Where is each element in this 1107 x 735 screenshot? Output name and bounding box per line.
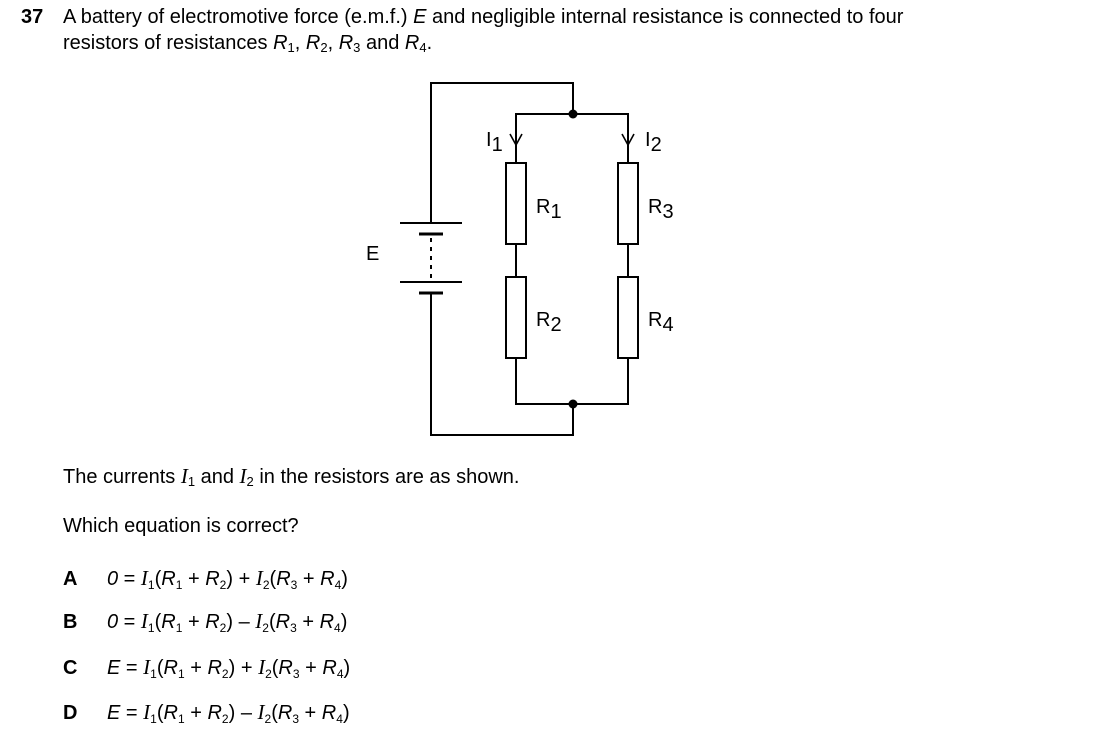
option-letter: D — [63, 702, 78, 724]
wire-bottom-branch — [515, 358, 629, 405]
resistor-label-r4: R4 — [648, 309, 674, 336]
circuit-diagram: E I1 I2 R1 R2 R3 R4 — [366, 82, 674, 436]
option-letter: B — [63, 611, 78, 633]
question-line-2: resistors of resistances R1, R2, R3 and … — [63, 32, 433, 55]
resistor-r1 — [505, 162, 527, 245]
resistor-r3 — [617, 162, 639, 245]
emf-label: E — [366, 243, 379, 265]
resistor-label-r2: R2 — [536, 309, 562, 336]
current-label-i1: I1 — [486, 129, 503, 156]
current-label-i2: I2 — [645, 129, 662, 156]
option-letter: A — [63, 568, 78, 590]
arrow-i2 — [621, 133, 635, 153]
resistor-r4 — [617, 276, 639, 359]
junction-bottom — [568, 399, 578, 409]
question-line-1: A battery of electromotive force (e.m.f.… — [63, 6, 904, 28]
resistor-label-r3: R3 — [648, 196, 674, 223]
question-number: 37 — [21, 6, 44, 28]
question-prompt: Which equation is correct? — [63, 515, 299, 537]
wire-outer-left — [430, 82, 574, 223]
wire-top-branch — [515, 113, 629, 163]
wire-battery-bottom — [430, 293, 574, 436]
currents-statement: The currents I1 and I2 in the resistors … — [63, 464, 520, 489]
battery-symbol — [400, 222, 462, 295]
resistor-label-r1: R1 — [536, 196, 562, 223]
junction-top — [568, 109, 578, 119]
option-letter: C — [63, 657, 78, 679]
arrow-i1 — [509, 133, 523, 153]
resistor-r2 — [505, 276, 527, 359]
emf-symbol: E — [413, 6, 427, 28]
